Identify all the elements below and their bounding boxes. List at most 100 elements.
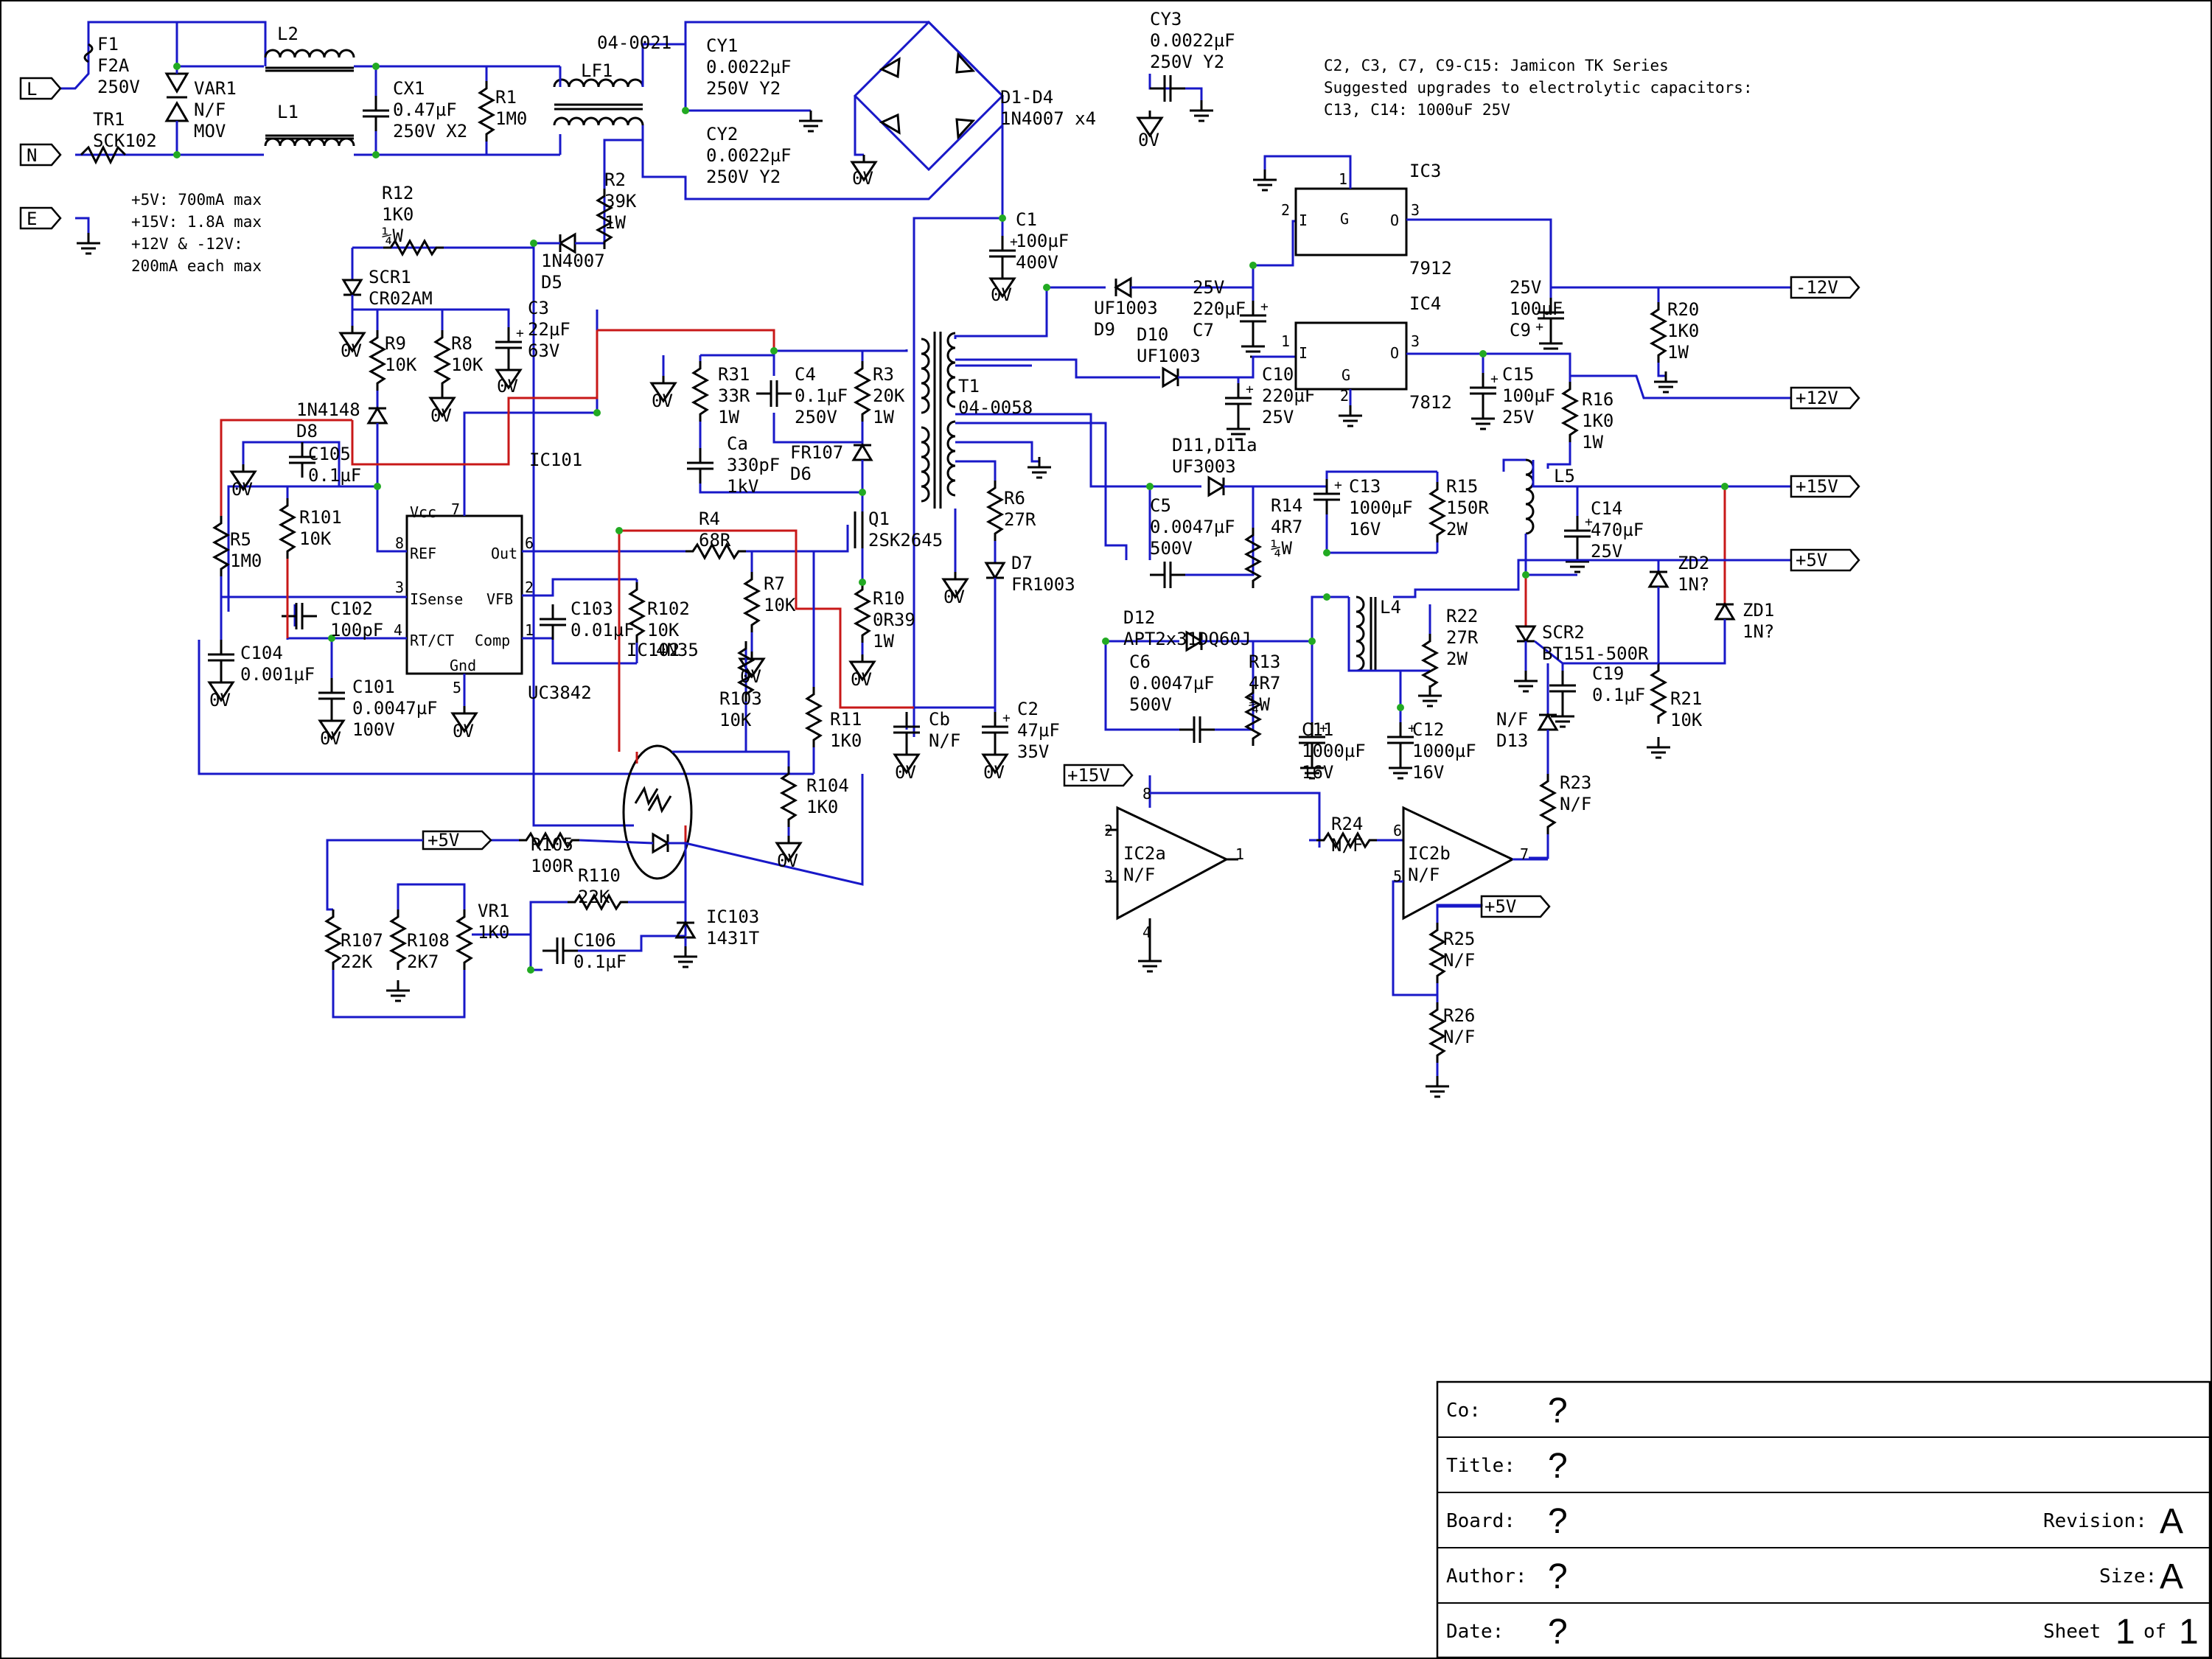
part-r103-line: R103 [719,688,762,709]
part-c106-line: C106 [573,930,616,951]
part-ca-line: 1kV [727,476,758,497]
part-r10-line: 1W [873,631,894,652]
part-scr2-line: BT151-500R [1542,643,1649,664]
part-c9-line: 100µF [1510,298,1563,319]
pin-label: 2 [1104,822,1113,839]
part-r13-line: R13 [1249,652,1280,672]
pin-label: 3 [395,579,404,596]
part-c15-line: C15 [1502,364,1534,385]
part-r23-line: N/F [1560,794,1591,814]
part-r25-line: N/F [1443,950,1475,971]
part-d8-line: D8 [296,421,318,441]
part-var1-line: MOV [194,121,226,142]
ground-0v-label: 0V [652,391,673,411]
part-l5-line: L5 [1554,466,1575,486]
part-r2-line: 39K [604,191,637,212]
part-c9-line: 25V [1510,277,1541,298]
part-d10-line: D10 [1137,324,1168,345]
part-c12-line: 16V [1412,762,1444,783]
part-c7-line: 220µF [1193,298,1246,319]
part-r4-line: 68R [699,530,731,551]
part-r7-line: 10K [764,595,796,615]
part-c13-line: C13 [1349,476,1381,497]
part-c5-line: C5 [1150,495,1171,516]
part-r15-line: 2W [1446,519,1468,539]
ground-0v-label: 0V [231,479,253,500]
note-rating-5v: +5V: 700mA max [131,191,262,209]
part-r2-line: 1W [604,212,626,233]
part-c11-line: 16V [1302,762,1333,783]
port-5v-b: +5V [1484,896,1516,917]
part-r24-line: R24 [1331,814,1363,834]
part-r16-line: 1K0 [1582,411,1613,431]
part-lf1-line: LF1 [581,60,613,81]
part-c101-line: C101 [352,677,395,697]
ground-0v-label: 0V [777,851,798,871]
pin-label: 8 [395,534,404,552]
part-d13-line: D13 [1496,730,1528,751]
part-c3-line: 63V [528,340,559,361]
part-r24-line: N/F [1331,835,1363,856]
part-c6-line: C6 [1129,652,1151,672]
part-r7-line: R7 [764,573,785,594]
part-r103-line: 10K [719,710,752,730]
part-scr1-line: CR02AM [369,288,433,309]
pin-label: 3 [1411,201,1420,219]
part-r3-line: 1W [873,407,894,427]
part-r20-line: 1K0 [1667,321,1699,341]
part-d12-line: D12 [1123,607,1155,628]
port-e: E [27,209,37,229]
pin-label: Comp [475,632,510,649]
part-c5-line: 500V [1150,538,1193,559]
part-n435: 4N35 [656,640,699,660]
ic2a-body [1116,806,1229,921]
note-rating-15v: +15V: 1.8A max [131,213,262,231]
part-r15-line: 150R [1446,497,1489,518]
part-c11-line: C11 [1302,719,1333,740]
part-c106-line: 0.1µF [573,951,627,972]
part-r22-line: 27R [1446,627,1479,648]
part-c12-line: C12 [1412,719,1444,740]
part-r25-line: R25 [1443,929,1475,949]
part-c10-line: C10 [1262,364,1294,385]
part-var1-line: N/F [194,99,226,120]
part-q1-line: 2SK2645 [868,530,943,551]
pin-label: 4 [394,621,402,639]
part-cy1-line: CY1 [706,35,738,56]
part-r12-line: R12 [382,183,414,203]
part-c1-line: 400V [1016,252,1058,273]
part-r11-line: 1K0 [830,730,862,751]
part-c102-line: C102 [330,598,373,619]
part-r9-line: 10K [385,354,417,375]
tb-co-value: ? [1548,1391,1568,1431]
pin-label: 1 [1281,332,1290,350]
part-r1-line: R1 [495,87,517,108]
part-cy2-line: 250V Y2 [706,167,781,187]
